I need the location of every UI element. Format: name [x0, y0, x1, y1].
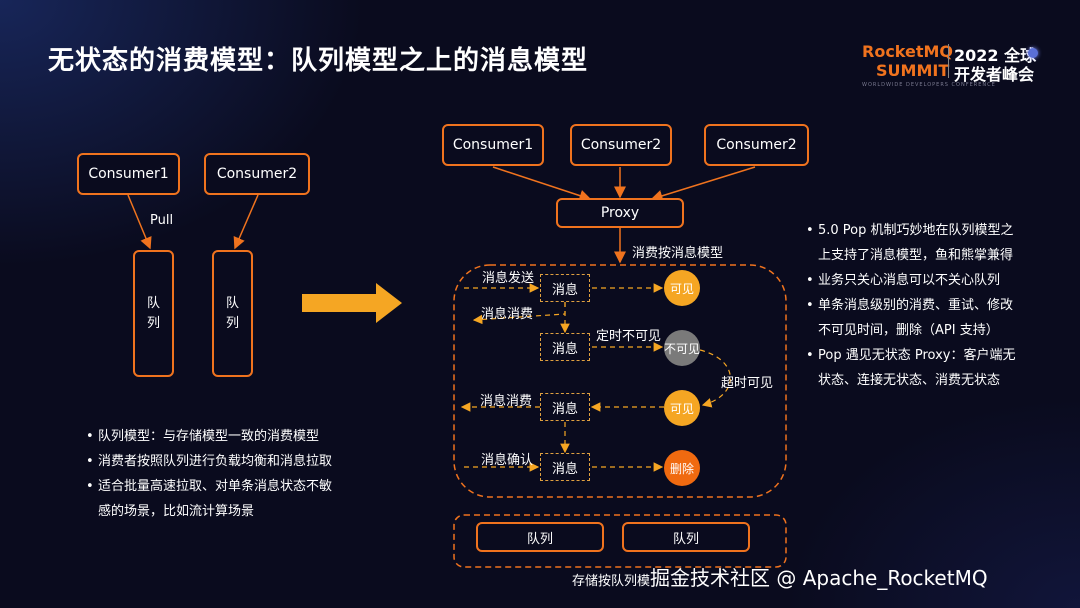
message-box-2: 消息 — [540, 333, 590, 361]
left-bullet-3: 适合批量高速拉取、对单条消息状态不敏 — [86, 474, 332, 499]
left-queue2-box: 队 列 — [212, 250, 253, 377]
right-bullet-4-cont: 状态、连接无状态、消费无状态 — [818, 373, 1001, 388]
state-visible-2: 可见 — [664, 390, 700, 426]
label-consume2: 消息消费 — [480, 394, 533, 409]
transition-arrow-icon — [302, 283, 402, 323]
consumer-proxy-arrow-3 — [650, 166, 756, 202]
consumer-proxy-arrow-1 — [492, 166, 592, 202]
label-consume1: 消息消费 — [481, 307, 534, 322]
left-bullet-3-cont: 感的场景，比如流计算场景 — [98, 504, 255, 519]
message-box-4: 消息 — [540, 453, 590, 481]
right-bullet-3-cont: 不可见时间，删除（API 支持） — [818, 323, 999, 338]
logo-rocketmq: RocketMQ — [862, 42, 954, 61]
logo-summit: SUMMIT — [876, 61, 950, 80]
left-bullet-list: 队列模型：与存储模型一致的消费模型 消费者按照队列进行负载均衡和消息拉取 适合批… — [86, 424, 332, 524]
message-model-label: 消费按消息模型 — [632, 246, 724, 261]
left-bullet-1: 队列模型：与存储模型一致的消费模型 — [86, 424, 332, 449]
left-bullet-2: 消费者按照队列进行负载均衡和消息拉取 — [86, 449, 332, 474]
state-deleted: 删除 — [664, 450, 700, 486]
message-box-3: 消息 — [540, 393, 590, 421]
logo-year-global: 2022 全球 — [954, 46, 1037, 65]
right-bullet-1-cont: 上支持了消息模型，鱼和熊掌兼得 — [818, 248, 1014, 263]
queue2-char1: 队 — [225, 295, 239, 311]
timeout-visible-arrow — [699, 349, 731, 408]
proxy-box: Proxy — [556, 198, 684, 228]
label-timed-invisible: 定时不可见 — [596, 329, 662, 344]
pull-label: Pull — [150, 213, 174, 228]
left-queue1-box: 队 列 — [133, 250, 174, 377]
left-consumer2-box: Consumer2 — [204, 153, 310, 195]
right-bullet-list: 5.0 Pop 机制巧妙地在队列模型之 上支持了消息模型，鱼和熊掌兼得 业务只关… — [806, 218, 1015, 393]
label-timeout-visible: 超时可见 — [721, 376, 774, 391]
page-title: 无状态的消费模型：队列模型之上的消息模型 — [48, 46, 589, 76]
right-bullet-3: 单条消息级别的消费、重试、修改 — [806, 293, 1015, 318]
right-bullet-1: 5.0 Pop 机制巧妙地在队列模型之 — [806, 218, 1015, 243]
label-ack: 消息确认 — [481, 453, 534, 468]
message-model-container — [453, 264, 787, 498]
right-consumer1-box: Consumer1 — [442, 124, 544, 166]
queue1-char1: 队 — [146, 295, 160, 311]
logo-developer-conf: 开发者峰会 — [954, 65, 1035, 84]
storage-queue-1: 队列 — [476, 522, 604, 552]
right-consumer2-box: Consumer2 — [570, 124, 672, 166]
queue2-char2: 列 — [225, 315, 239, 331]
pull-arrow-2 — [233, 194, 259, 250]
storage-label: 存储按队列模 — [572, 574, 651, 589]
state-invisible: 不可见 — [664, 330, 700, 366]
watermark: 掘金技术社区 @ Apache_RocketMQ — [650, 566, 988, 590]
queue1-char2: 列 — [146, 315, 160, 331]
label-send: 消息发送 — [482, 271, 535, 286]
storage-queue-2: 队列 — [622, 522, 750, 552]
right-consumer3-box: Consumer2 — [704, 124, 809, 166]
logo-tagline: WORLDWIDE DEVELOPERS CONFERENCE — [862, 82, 996, 88]
left-consumer1-box: Consumer1 — [77, 153, 180, 195]
right-bullet-2: 业务只关心消息可以不关心队列 — [806, 268, 1015, 293]
globe-icon — [1028, 48, 1038, 58]
storage-container — [453, 514, 787, 568]
pull-arrow-1 — [127, 194, 152, 250]
message-box-1: 消息 — [540, 274, 590, 302]
logo-divider — [948, 44, 949, 78]
state-visible-1: 可见 — [664, 270, 700, 306]
right-bullet-4: Pop 遇见无状态 Proxy：客户端无 — [806, 343, 1015, 368]
